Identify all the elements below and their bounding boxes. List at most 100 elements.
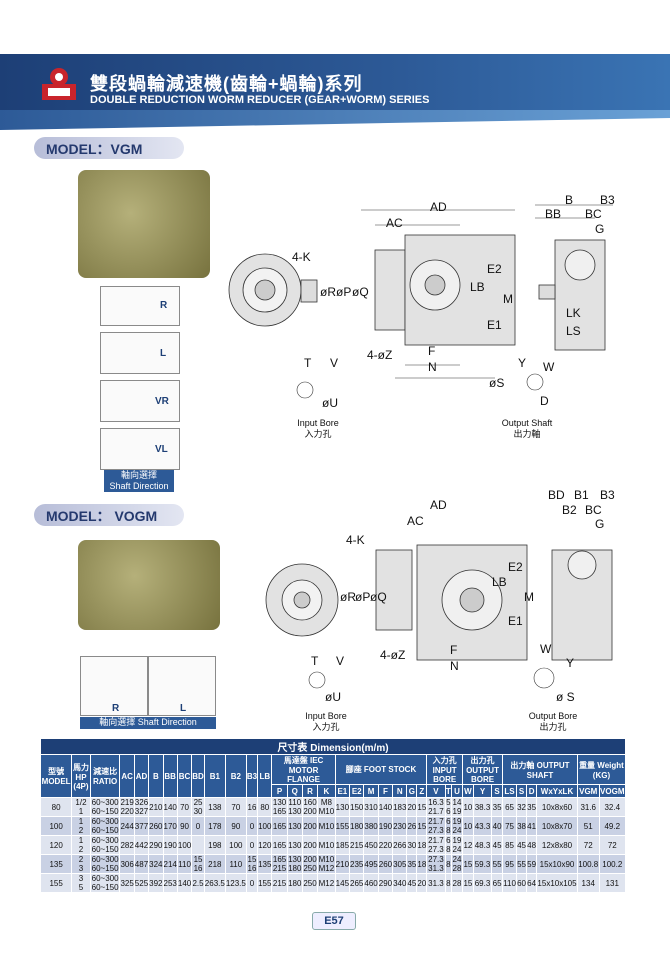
table-cell: 18 (416, 835, 428, 855)
dim-lk: LK (566, 306, 581, 320)
table-cell: 260 (377, 854, 394, 874)
table-cell: 70 (176, 797, 193, 817)
table-cell: 72 (576, 835, 600, 855)
table-cell: 0 (245, 816, 259, 836)
table-cell: 180 (349, 816, 365, 836)
table-cell: 69.3 (472, 873, 493, 893)
dim-g: G (595, 222, 605, 236)
dim-u: øU (322, 396, 338, 410)
table-cell: 35 (491, 797, 504, 817)
table-cell: 15 (461, 854, 474, 874)
cell-ratio: 60~300 60~150 (89, 797, 121, 817)
table-cell: 525 (133, 873, 150, 893)
table-cell: 10x8x70 (536, 816, 578, 836)
table-cell: 165 215 (271, 854, 288, 874)
table-cell: 15x10x90 (536, 854, 578, 874)
vgm-output-shaft-caption: Output Shaft 出力軸 (492, 418, 562, 440)
vgm-product-photo (78, 170, 210, 278)
cell-model: 120 (39, 835, 73, 855)
table-cell: 155 (257, 873, 273, 893)
vogm-input-bore-en: Input Bore (305, 711, 347, 721)
col-b3: B3 (245, 754, 259, 798)
table-cell: 31.6 (576, 797, 600, 817)
col-sub-12: R (301, 784, 319, 798)
table-cell: 487 (133, 854, 150, 874)
page-title-en: DOUBLE REDUCTION WORM REDUCER (GEAR+WORM… (90, 94, 430, 106)
direction-l-image (100, 332, 180, 374)
table-cell: 306 (119, 854, 135, 874)
col-motor-flange: 馬達盤 IEC MOTOR FLANGE (271, 754, 336, 785)
table-cell: 253 (162, 873, 178, 893)
table-cell: 165 (271, 835, 288, 855)
table-cell: 0 (191, 816, 205, 836)
dim-ad: AD (430, 200, 447, 214)
col-sub-11: Q (286, 784, 303, 798)
table-cell: 90 (224, 816, 247, 836)
cell-ratio: 60~300 60~150 (89, 816, 121, 836)
table-cell: 19 24 (451, 816, 463, 836)
vogm-dim-bd: BD (548, 488, 565, 502)
cell-hp: 2 3 (71, 854, 91, 874)
cell-hp: 1 2 (71, 835, 91, 855)
col-sub-29: D (526, 784, 538, 798)
table-cell: 21.7 27.3 (426, 816, 446, 836)
col-sub-10: P (271, 784, 288, 798)
table-cell: M8 M10 (317, 797, 336, 817)
dim-t: T (304, 356, 312, 370)
table-cell: 260 (148, 816, 164, 836)
table-cell: 235 (349, 854, 365, 874)
col-sub-16: M (363, 784, 379, 798)
table-cell: 16.3 21.7 (426, 797, 446, 817)
col-sub-17: F (377, 784, 394, 798)
vogm-dim-u: øU (325, 690, 341, 704)
table-cell: 27.3 31.3 (426, 854, 446, 874)
table-cell: 130 (286, 816, 303, 836)
vogm-dim-y: Y (566, 656, 575, 670)
table-cell: 290 (148, 835, 164, 855)
table-cell: 35 (526, 797, 538, 817)
cell-ratio: 60~300 60~150 (89, 873, 121, 893)
col-weight: 重量 Weight (KG) (576, 754, 627, 785)
table-cell: 305 (392, 854, 408, 874)
table-cell: 340 (392, 873, 408, 893)
dim-s: øS (489, 376, 505, 390)
table-cell: 0 (245, 873, 259, 893)
table-cell: 21.7 27.3 (426, 835, 446, 855)
table-cell: 32 (516, 797, 528, 817)
table-cell: 15 (416, 797, 428, 817)
dim-r: øR (320, 285, 336, 299)
dim-v: V (330, 356, 339, 370)
col-input-bore: 入力孔 INPUT BORE (426, 754, 463, 785)
col-sub-19: G (406, 784, 418, 798)
table-cell: 180 (286, 873, 303, 893)
table-cell: 15 (416, 816, 428, 836)
table-cell: 170 (162, 816, 178, 836)
col-ad: AD (133, 754, 150, 798)
col-bd: BD (191, 754, 205, 798)
table-cell: 160 200 (301, 797, 319, 817)
col-bb: BB (162, 754, 178, 798)
table-cell: 14 19 (451, 797, 463, 817)
table-title: 尺寸表 Dimension(m/m) (40, 738, 626, 755)
col-ac: AC (119, 754, 135, 798)
table-cell: 28 (451, 873, 463, 893)
table-cell: 200 (301, 816, 319, 836)
dim-b3: B3 (600, 193, 615, 207)
output-shaft-cn: 出力軸 (513, 429, 541, 439)
cell-model: 155 (39, 873, 73, 893)
table-cell: 38 (516, 816, 528, 836)
brand-logo-icon (42, 68, 76, 100)
table-cell: 40 (491, 816, 504, 836)
table-cell: 26 (406, 816, 418, 836)
header-banner (0, 54, 670, 118)
dim-m: M (503, 292, 513, 306)
vogm-dim-e2: E2 (508, 560, 523, 574)
vogm-direction-l-label: L (180, 703, 187, 714)
table-cell: 392 (148, 873, 164, 893)
col-sub-24: W (461, 784, 474, 798)
table-cell: M12 (317, 873, 336, 893)
table-cell: 43.3 (472, 816, 493, 836)
col-model: 型號 MODEL (39, 754, 73, 798)
